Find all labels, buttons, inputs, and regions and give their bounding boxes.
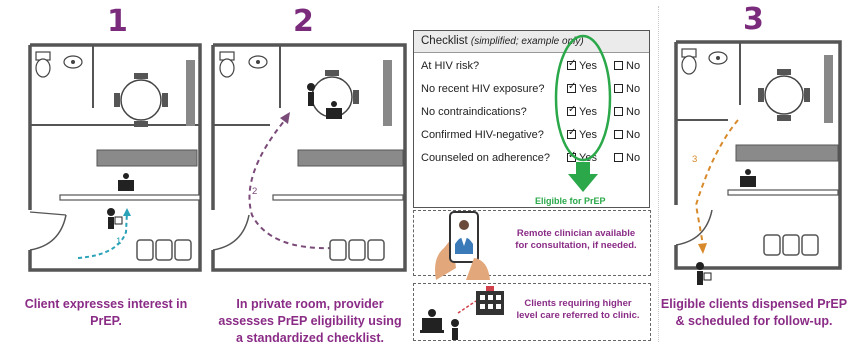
no-label: No [626, 106, 641, 118]
yes-checkbox[interactable] [567, 127, 576, 139]
checklist-yes[interactable]: Yes [567, 127, 597, 141]
eligibility-checklist: Checklist (simplified; example only) At … [413, 30, 650, 208]
checklist-no[interactable]: No [614, 83, 640, 95]
referral-note: Clients requiring higher level care refe… [505, 298, 651, 322]
no-checkbox[interactable] [614, 153, 623, 162]
checklist-question: No recent HIV exposure? [421, 83, 545, 95]
checklist-question: No contraindications? [421, 106, 527, 118]
yes-checkbox[interactable] [567, 81, 576, 93]
checklist-row: At HIV risk? Yes No [421, 58, 647, 82]
checklist-no[interactable]: No [614, 106, 640, 118]
eligibility-highlight [554, 34, 612, 192]
checklist-question: Counseled on adherence? [421, 152, 551, 164]
sink-icon [63, 55, 83, 69]
sink-icon [708, 51, 728, 65]
provider-desk-icon [118, 173, 134, 191]
path-label-1: 1 [116, 236, 122, 247]
person-icon [696, 262, 712, 285]
floor-plan-2 [211, 43, 407, 272]
checklist-yes[interactable]: Yes [567, 58, 597, 72]
floor-plan-3 [674, 40, 842, 285]
checklist-no[interactable]: No [614, 129, 640, 141]
checklist-title-text: Checklist [421, 35, 468, 47]
no-label: No [626, 83, 641, 95]
referral-note-line1: Clients requiring higher [524, 298, 632, 309]
remote-note-line1: Remote clinician available [516, 228, 636, 239]
path-label-3: 3 [692, 154, 698, 165]
step-3-number: 3 [743, 2, 764, 37]
down-arrow-icon [568, 162, 598, 192]
step-2-caption: In private room, provider assesses PrEP … [205, 296, 415, 347]
person-icon [107, 208, 123, 229]
eligible-result: Eligible for PrEP [535, 196, 606, 206]
no-label: No [626, 152, 641, 164]
no-label: No [626, 60, 641, 72]
no-checkbox[interactable] [614, 84, 623, 93]
step-2-caption-line3: a standardized checklist. [236, 331, 384, 345]
step-2-caption-line2: assesses PrEP eligibility using [218, 314, 402, 328]
checklist-question: Confirmed HIV-negative? [421, 129, 544, 141]
checklist-no[interactable]: No [614, 60, 640, 72]
person-icon [307, 83, 315, 106]
step-3-caption-line2: & scheduled for follow-up. [675, 314, 833, 328]
yes-label: Yes [579, 83, 597, 95]
waiting-chair-icon [763, 234, 819, 256]
step-3-caption-line1: Eligible clients dispensed PrEP [660, 297, 848, 311]
checklist-yes[interactable]: Yes [567, 81, 597, 95]
remote-clinician-note: Remote clinician available for consultat… [505, 228, 647, 252]
no-checkbox[interactable] [614, 61, 623, 70]
provider-desk-icon [420, 309, 444, 333]
yes-label: Yes [579, 106, 597, 118]
sink-icon [248, 55, 268, 69]
waiting-chair-icon [329, 239, 385, 261]
toilet-icon [219, 51, 235, 78]
section-divider [658, 6, 659, 342]
round-table-icon [114, 73, 168, 127]
checklist-question: At HIV risk? [421, 60, 480, 72]
checklist-row: No contraindications? Yes No [421, 104, 647, 128]
referral-illustration [420, 286, 504, 340]
no-checkbox[interactable] [614, 130, 623, 139]
yes-label: Yes [579, 129, 597, 141]
floor-plan-1 [28, 43, 202, 272]
phone-icon [435, 211, 490, 280]
checklist-row: Confirmed HIV-negative? Yes No [421, 127, 647, 151]
path-label-2: 2 [252, 186, 258, 197]
step-2-caption-line1: In private room, provider [236, 297, 384, 311]
checklist-title: Checklist (simplified; example only) [414, 31, 649, 53]
step-1-caption: Client expresses interest in PrEP. [6, 296, 206, 330]
checklist-yes[interactable]: Yes [567, 104, 597, 118]
no-checkbox[interactable] [614, 107, 623, 116]
round-table-icon [758, 69, 810, 121]
step-1-caption-line2: PrEP. [90, 314, 122, 328]
referral-note-line2: level care referred to clinic. [516, 310, 640, 321]
step-2-number: 2 [293, 4, 314, 39]
person-icon [451, 319, 459, 340]
provider-desk-icon [326, 101, 342, 119]
step-1-number: 1 [107, 4, 128, 39]
checklist-no[interactable]: No [614, 152, 640, 164]
checklist-subtitle: (simplified; example only) [470, 36, 584, 47]
toilet-icon [35, 51, 51, 78]
toilet-icon [681, 48, 697, 75]
yes-checkbox[interactable] [567, 58, 576, 70]
checklist-row: No recent HIV exposure? Yes No [421, 81, 647, 105]
remote-note-line2: for consultation, if needed. [515, 240, 637, 251]
yes-label: Yes [579, 60, 597, 72]
step-1-caption-line1: Client expresses interest in [24, 297, 188, 311]
yes-checkbox[interactable] [567, 104, 576, 116]
provider-desk-icon [740, 169, 756, 187]
waiting-chair-icon [136, 239, 192, 261]
step-3-caption: Eligible clients dispensed PrEP & schedu… [652, 296, 856, 330]
no-label: No [626, 129, 641, 141]
clinic-building-icon [476, 286, 504, 315]
